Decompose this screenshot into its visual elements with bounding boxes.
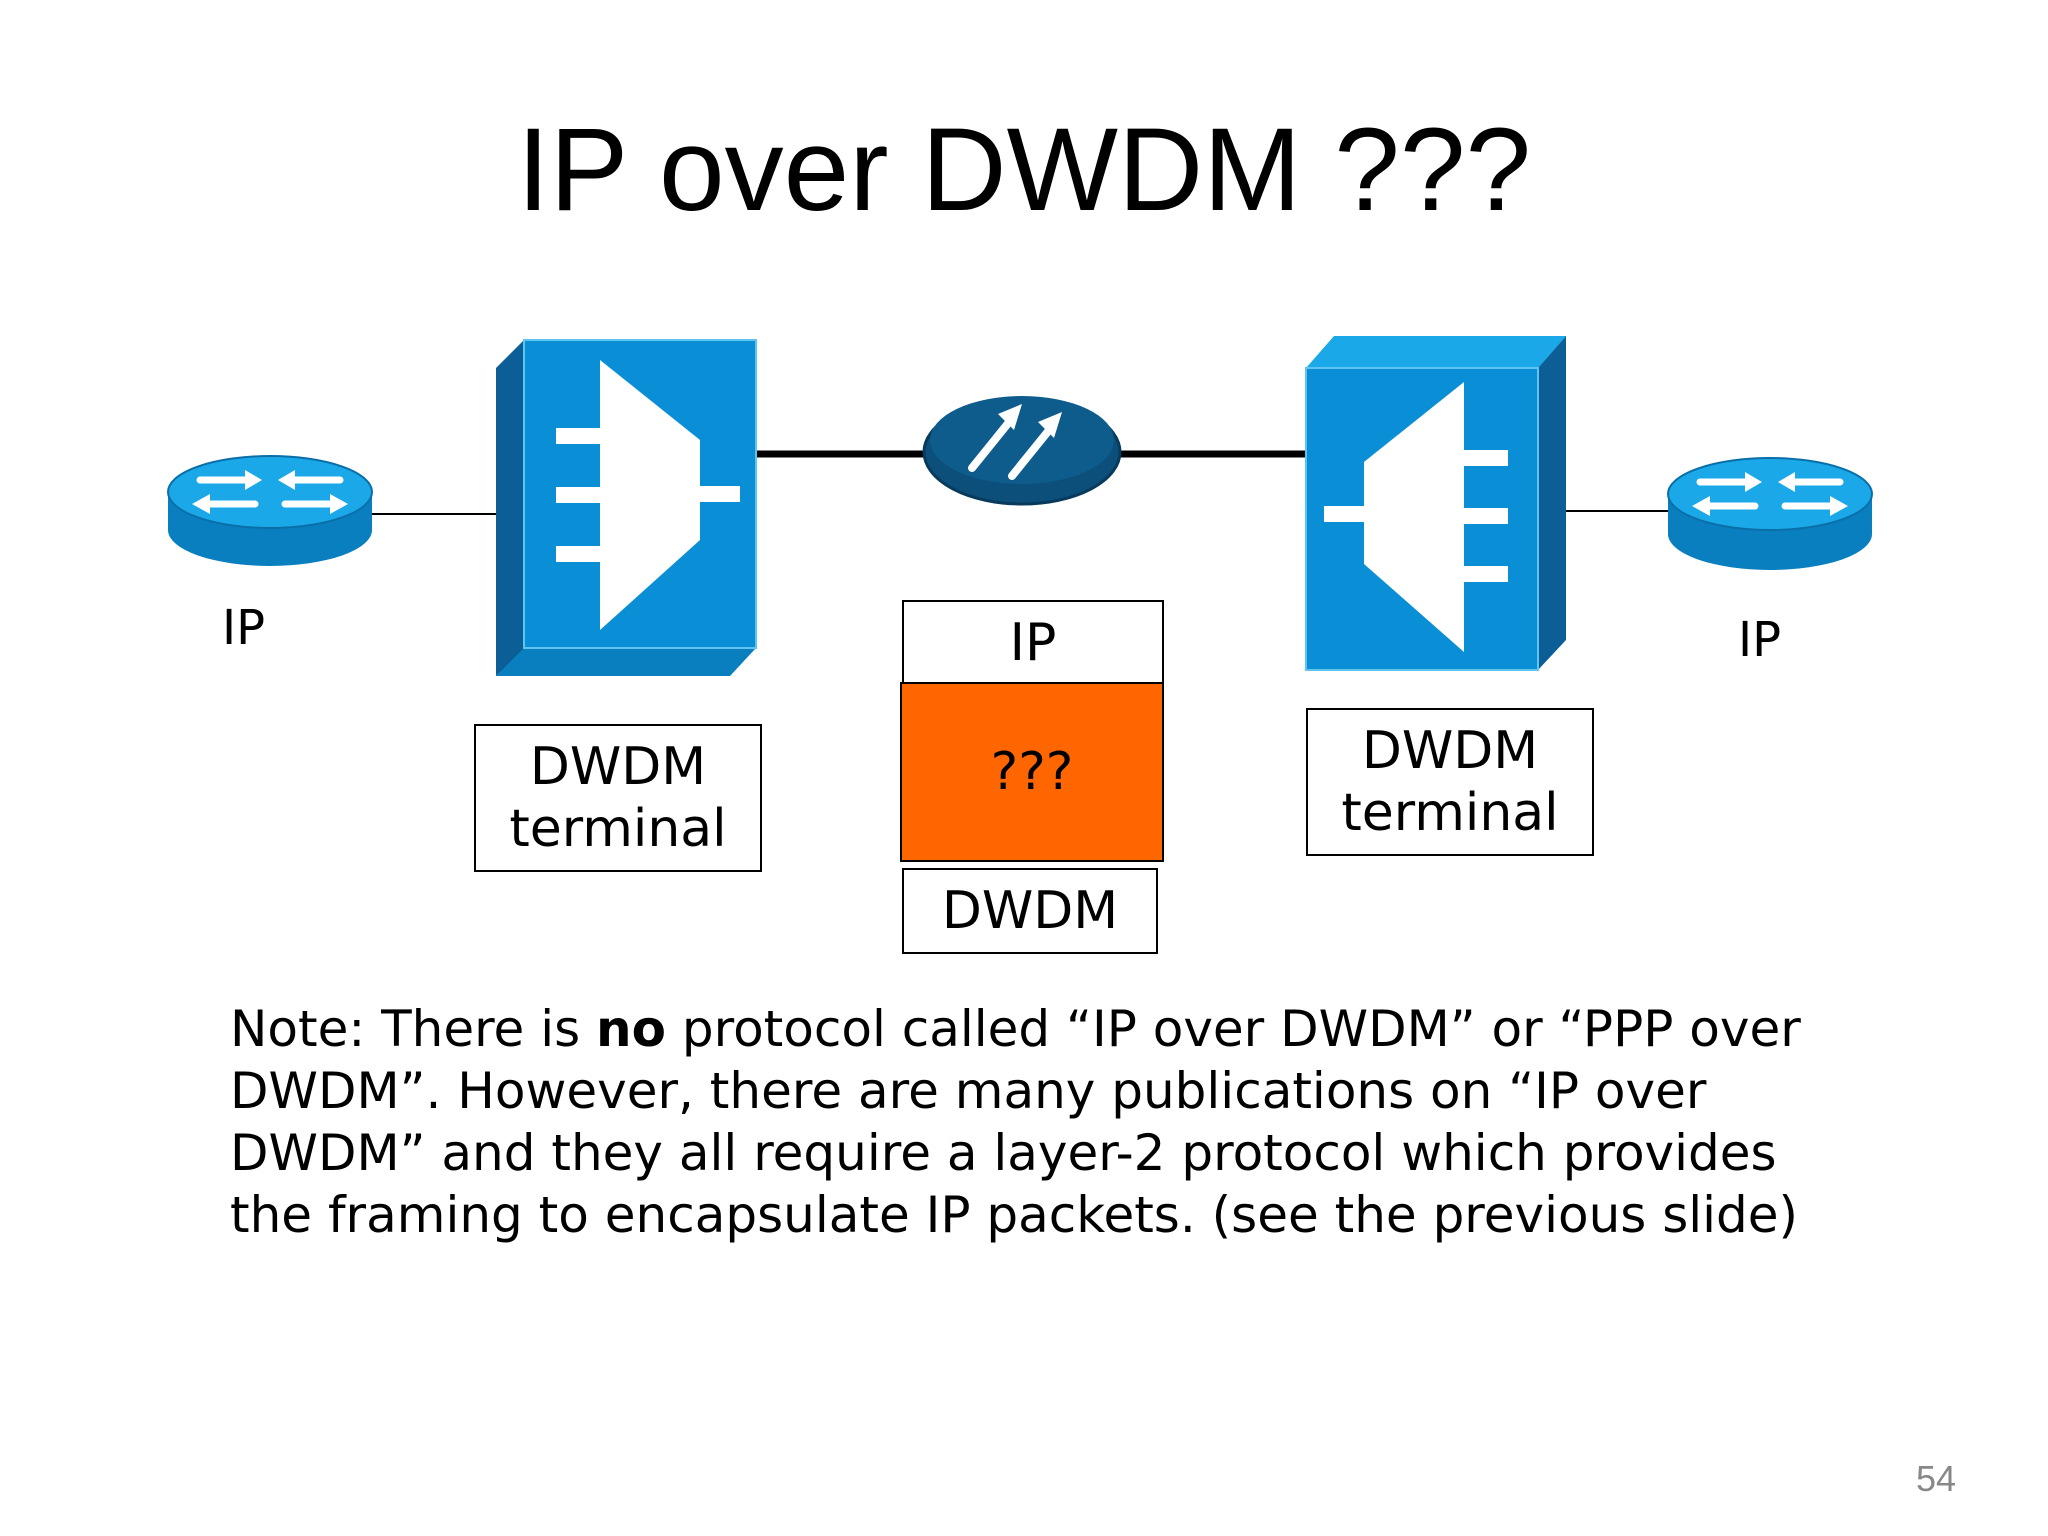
- slide-title: IP over DWDM ???: [516, 104, 1532, 236]
- router-icon-right: [1667, 457, 1873, 570]
- mux-terminal-icon-left: [496, 339, 757, 676]
- demux-terminal-icon-right: [1305, 336, 1566, 671]
- right-terminal-label-line2: terminal: [1341, 783, 1559, 843]
- stack-layer-unknown: ???: [900, 682, 1164, 862]
- note-body: protocol called “IP over DWDM” or “PPP o…: [230, 1000, 1801, 1244]
- stack-layer-ip: IP: [902, 600, 1164, 686]
- router-icon-left: [167, 455, 373, 566]
- note-emphasis: no: [596, 1000, 666, 1058]
- page-number: 54: [1915, 1458, 1956, 1499]
- note-paragraph: Note: There is no protocol called “IP ov…: [230, 998, 1850, 1246]
- right-terminal-label-line1: DWDM: [1361, 721, 1539, 781]
- right-router-label: IP: [1738, 612, 1782, 668]
- left-terminal-label-box: DWDM terminal: [474, 724, 762, 872]
- right-terminal-label-box: DWDM terminal: [1306, 708, 1594, 856]
- stack-layer-dwdm: DWDM: [902, 868, 1158, 954]
- left-terminal-label-line2: terminal: [509, 799, 727, 859]
- optical-amplifier-icon: [922, 396, 1122, 506]
- left-router-label: IP: [222, 600, 266, 656]
- left-terminal-label-line1: DWDM: [529, 737, 707, 797]
- note-prefix: Note: There is: [230, 1000, 597, 1058]
